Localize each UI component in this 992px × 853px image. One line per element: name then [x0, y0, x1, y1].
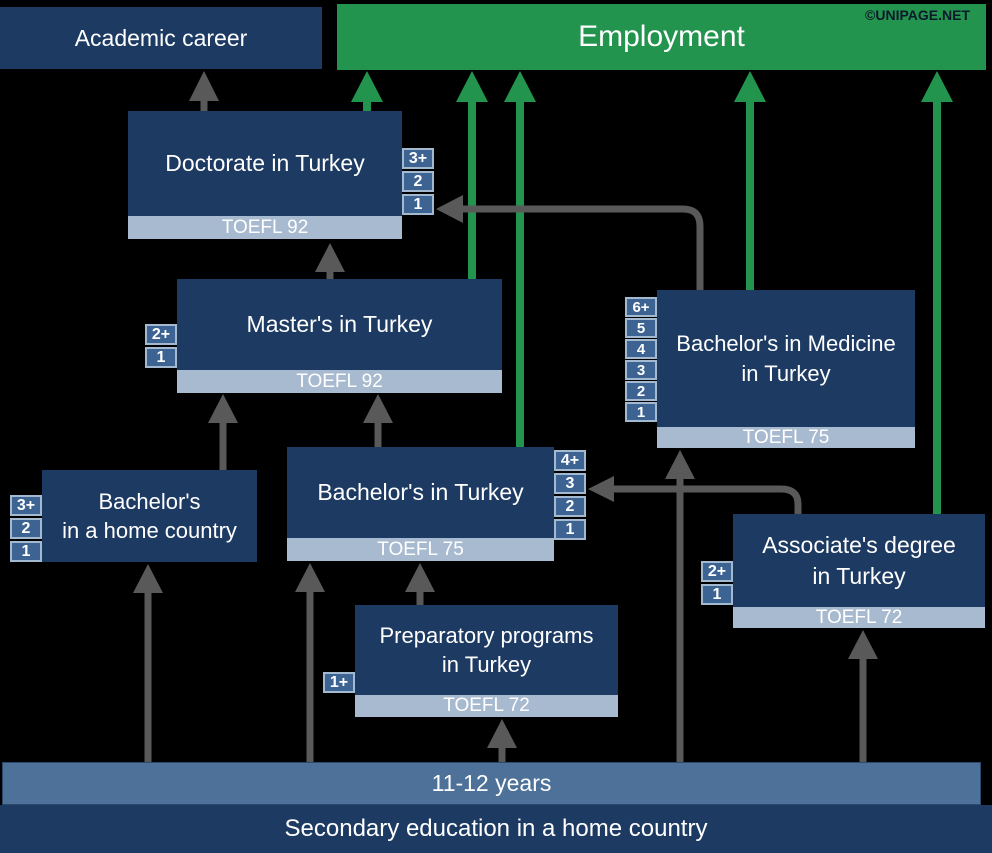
node-medicine: Bachelor's in Medicine in Turkey TOEFL 7… — [625, 290, 915, 448]
node-associate-title-line1: Associate's degree — [762, 532, 956, 559]
node-bachelor-home-years: 3+ 2 1 — [10, 495, 42, 564]
node-prep-years: 1+ — [323, 672, 355, 695]
node-medicine-title-line1: Bachelor's in Medicine — [676, 331, 896, 357]
year-badge: 2 — [554, 496, 586, 517]
arrow-associate-to-bachelor-turkey-year3 — [613, 485, 802, 514]
year-badge: 1 — [554, 519, 586, 540]
arrowhead — [456, 71, 488, 102]
academic-career-box: Academic career — [0, 7, 322, 69]
node-prep-exam: TOEFL 72 — [355, 695, 618, 717]
year-badge: 2+ — [701, 561, 733, 582]
arrowhead — [405, 563, 435, 592]
arrowhead — [315, 243, 345, 272]
arrowhead — [208, 394, 238, 423]
node-doctorate-years: 3+ 2 1 — [402, 148, 434, 217]
year-badge: 6+ — [625, 297, 657, 317]
academic-career-label: Academic career — [74, 24, 248, 51]
arrowhead — [665, 450, 695, 479]
node-doctorate-body: Doctorate in Turkey — [128, 111, 402, 216]
arrowhead — [295, 563, 325, 592]
node-masters-body: Master's in Turkey — [177, 279, 502, 370]
employment-box: Employment ©UNIPAGE.NET — [337, 4, 986, 70]
node-associate-exam: TOEFL 72 — [733, 607, 985, 628]
node-bachelor-home-title-line1: Bachelor's — [98, 488, 201, 514]
arrow-medicine-to-doctorate-year1 — [462, 205, 704, 290]
node-bachelor-turkey: Bachelor's in Turkey TOEFL 75 4+ 3 2 1 — [287, 447, 586, 561]
node-associate-body: Associate's degree in Turkey — [733, 514, 985, 607]
node-prep-title-line2: in Turkey — [441, 652, 532, 677]
node-doctorate-title: Doctorate in Turkey — [165, 150, 365, 177]
secondary-education-bar: Secondary education in a home country — [0, 805, 992, 853]
arrowhead — [588, 476, 614, 502]
year-badge: 3 — [554, 473, 586, 494]
secondary-education-label: Secondary education in a home country — [284, 815, 708, 842]
arrowhead — [848, 630, 878, 659]
arrowhead — [734, 71, 766, 102]
year-badge: 2+ — [145, 324, 177, 345]
year-badge: 4+ — [554, 450, 586, 471]
year-badge: 1+ — [323, 672, 355, 693]
node-associate-years: 2+ 1 — [701, 561, 733, 607]
unipage-watermark: ©UNIPAGE.NET — [865, 7, 970, 23]
node-medicine-exam: TOEFL 75 — [657, 427, 915, 448]
year-badge: 1 — [402, 194, 434, 215]
arrowhead — [351, 71, 383, 102]
node-medicine-years: 6+ 5 4 3 2 1 — [625, 297, 657, 423]
year-badge: 2 — [402, 171, 434, 192]
node-prep-body: Preparatory programs in Turkey — [355, 605, 618, 695]
node-bachelor-home-body: Bachelor's in a home country — [42, 470, 257, 562]
arrowhead — [921, 71, 953, 102]
node-masters: Master's in Turkey TOEFL 92 2+ 1 — [145, 279, 502, 393]
year-badge: 1 — [10, 541, 42, 562]
node-associate: Associate's degree in Turkey TOEFL 72 2+… — [701, 514, 985, 628]
node-bachelor-home-title-line2: in a home country — [62, 518, 237, 543]
duration-label: 11-12 years — [431, 770, 552, 796]
arrowhead — [487, 719, 517, 748]
year-badge: 4 — [625, 339, 657, 359]
node-doctorate-exam: TOEFL 92 — [128, 216, 402, 239]
arrowhead — [436, 195, 463, 223]
arrowhead — [189, 71, 219, 101]
node-bachelor-turkey-exam: TOEFL 75 — [287, 538, 554, 561]
node-prep-title-line1: Preparatory programs — [379, 622, 594, 648]
node-medicine-body: Bachelor's in Medicine in Turkey — [657, 290, 915, 427]
year-badge: 2 — [625, 381, 657, 401]
employment-label: Employment — [578, 20, 745, 53]
node-associate-title-line2: in Turkey — [812, 562, 906, 589]
arrowhead — [133, 564, 163, 593]
node-masters-exam: TOEFL 92 — [177, 370, 502, 393]
year-badge: 5 — [625, 318, 657, 338]
year-badge: 1 — [701, 584, 733, 605]
duration-bar: 11-12 years — [2, 762, 981, 805]
node-bachelor-turkey-title: Bachelor's in Turkey — [317, 479, 524, 506]
node-masters-title: Master's in Turkey — [246, 311, 433, 338]
year-badge: 3+ — [10, 495, 42, 516]
year-badge: 1 — [625, 402, 657, 422]
year-badge: 2 — [10, 518, 42, 539]
node-bachelor-turkey-years: 4+ 3 2 1 — [554, 450, 586, 542]
node-masters-years: 2+ 1 — [145, 324, 177, 370]
node-prep: Preparatory programs in Turkey TOEFL 72 … — [323, 605, 618, 717]
year-badge: 3 — [625, 360, 657, 380]
node-medicine-title-line2: in Turkey — [741, 360, 831, 386]
node-bachelor-turkey-body: Bachelor's in Turkey — [287, 447, 554, 538]
arrowhead — [504, 71, 536, 102]
node-doctorate: Doctorate in Turkey TOEFL 92 3+ 2 1 — [128, 111, 434, 239]
node-bachelor-home: Bachelor's in a home country 3+ 2 1 — [10, 470, 257, 562]
arrowhead — [363, 394, 393, 423]
year-badge: 1 — [145, 347, 177, 368]
year-badge: 3+ — [402, 148, 434, 169]
